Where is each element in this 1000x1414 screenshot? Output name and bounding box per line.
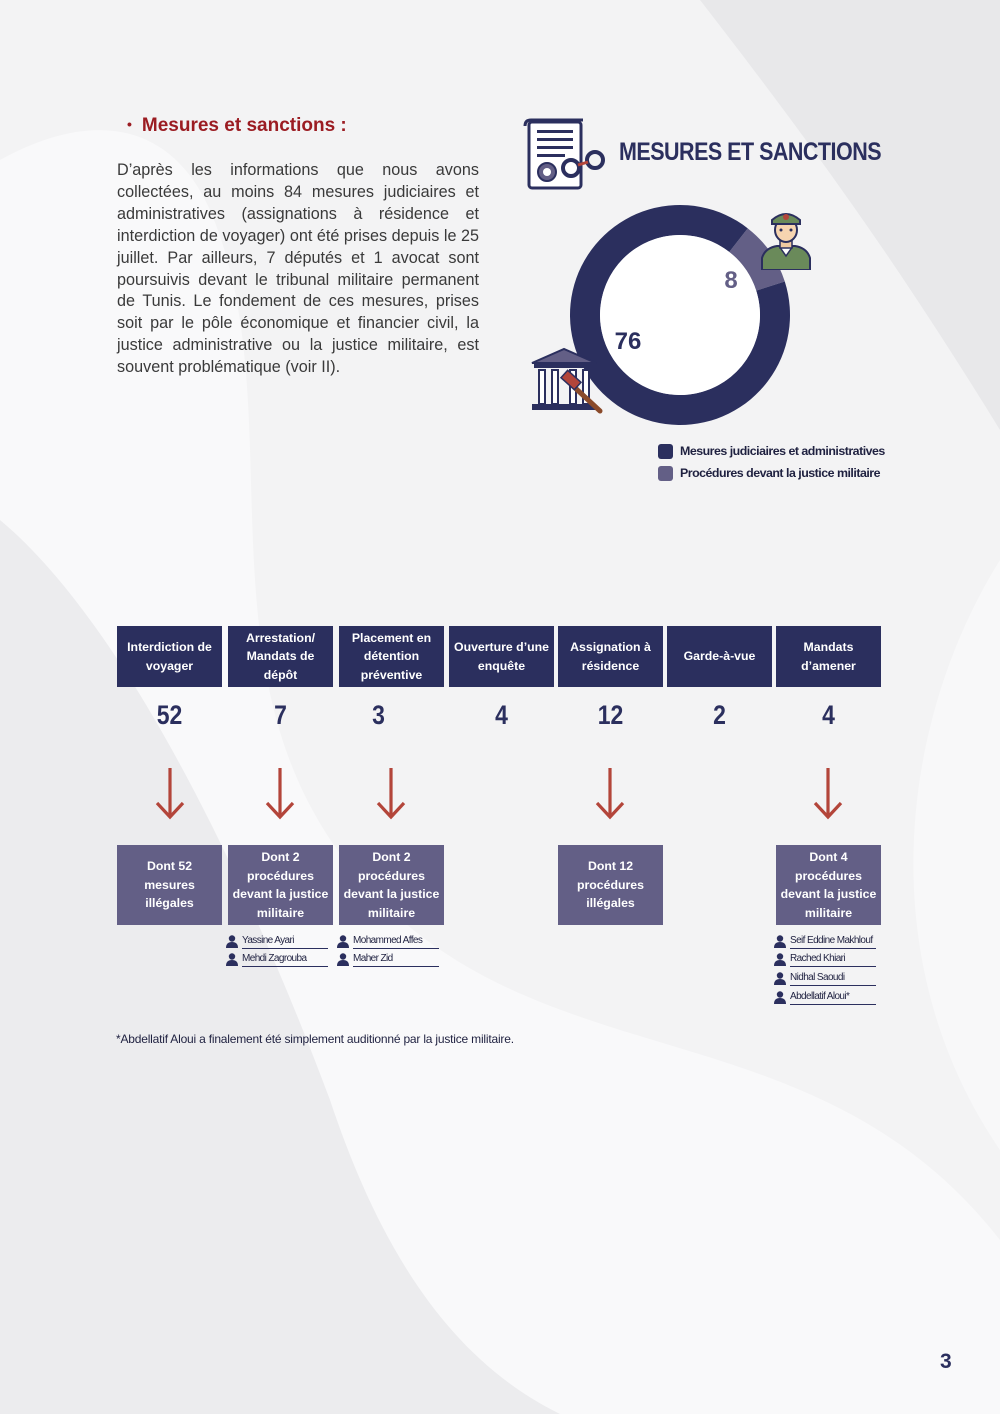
person-icon <box>774 934 786 948</box>
name-label: Seif Eddine Makhlouf <box>790 934 876 949</box>
name-label: Maher Zid <box>353 952 439 968</box>
category-header-box: Interdiction de voyager <box>117 626 222 687</box>
person-icon <box>774 953 786 967</box>
category-header-box: Placement en détention préventive <box>339 626 444 687</box>
person-icon <box>226 953 238 967</box>
category-detail-box: Dont 4 procédures devant la justice mili… <box>776 845 881 925</box>
names-list: Yassine Ayari Mehdi Zagrouba <box>226 930 328 968</box>
page-number: 3 <box>940 1350 952 1373</box>
names-list: Mohammed Affes Maher Zid <box>337 930 439 968</box>
person-icon <box>774 972 786 986</box>
category-count: 52 <box>156 700 183 730</box>
arrow-down-icon <box>376 768 406 820</box>
name-row: Mohammed Affes <box>337 930 439 949</box>
legend-item: Procédures devant la justice militaire <box>658 462 885 484</box>
legend-swatch <box>658 443 673 459</box>
name-label: Rached Khiari <box>790 952 876 968</box>
category-count: 2 <box>713 700 726 730</box>
donut-value-label: 76 <box>615 328 642 355</box>
category-count: 4 <box>495 700 508 730</box>
arrow-down-icon <box>155 768 185 820</box>
courthouse-gavel-icon <box>531 347 603 414</box>
category-header-box: Mandats d’amener <box>776 626 881 687</box>
arrow-down-icon <box>813 768 843 820</box>
name-row: Seif Eddine Makhlouf <box>774 930 876 949</box>
name-row: Nidhal Saoudi <box>774 967 876 987</box>
name-label: Mehdi Zagrouba <box>242 952 328 968</box>
section-title: • Mesures et sanctions : <box>127 115 347 137</box>
legend-label: Procédures devant la justice militaire <box>680 466 881 480</box>
category-header-box: Garde-à-vue <box>667 626 772 687</box>
category-detail-box: Dont 2 procédures devant la justice mili… <box>339 845 444 925</box>
section-title-text: Mesures et sanctions : <box>141 115 347 136</box>
person-icon <box>774 991 786 1004</box>
soldier-icon <box>761 213 811 270</box>
category-detail-box: Dont 12 procédures illégales <box>558 845 663 925</box>
category-count: 3 <box>372 700 385 730</box>
name-label: Abdellatif Aloui* <box>790 990 876 1005</box>
document-handcuffs-icon <box>523 118 605 190</box>
arrow-down-icon <box>595 768 625 820</box>
donut-hole <box>600 235 760 395</box>
category-detail-box: Dont 52 mesures illégales <box>117 845 222 925</box>
person-icon <box>226 934 238 948</box>
names-list: Seif Eddine Makhlouf Rached Khiari Nidha… <box>774 930 876 1005</box>
category-header-box: Ouverture d’une enquête <box>449 626 554 687</box>
person-icon <box>337 934 349 948</box>
chart-legend: Mesures judiciaires et administratives P… <box>658 440 885 484</box>
category-header-box: Arrestation/ Mandats de dépôt <box>228 626 333 687</box>
arrow-down-icon <box>265 768 295 820</box>
name-label: Mohammed Affes <box>353 934 439 949</box>
name-row: Abdellatif Aloui* <box>774 986 876 1005</box>
donut-slice <box>729 228 785 291</box>
title-bullet: • <box>127 116 132 132</box>
category-count: 12 <box>597 700 624 730</box>
category-header-box: Assignation à résidence <box>558 626 663 687</box>
category-detail-box: Dont 2 procédures devant la justice mili… <box>228 845 333 925</box>
name-row: Rached Khiari <box>774 949 876 968</box>
person-icon <box>337 953 349 967</box>
name-row: Yassine Ayari <box>226 930 328 949</box>
legend-item: Mesures judiciaires et administratives <box>658 440 885 462</box>
chart-title: MESURES ET SANCTIONS <box>619 138 882 166</box>
name-row: Maher Zid <box>337 949 439 968</box>
intro-paragraph: D’après les informations que nous avons … <box>117 161 479 377</box>
category-count: 4 <box>822 700 835 730</box>
donut-value-label: 8 <box>724 267 737 294</box>
name-label: Nidhal Saoudi <box>790 971 876 987</box>
legend-swatch <box>658 465 673 481</box>
name-label: Yassine Ayari <box>242 934 328 949</box>
category-count: 7 <box>274 700 287 730</box>
footnote: *Abdellatif Aloui a finalement été simpl… <box>116 1032 514 1046</box>
name-row: Mehdi Zagrouba <box>226 949 328 968</box>
donut-chart: 76 8 <box>570 205 790 425</box>
legend-label: Mesures judiciaires et administratives <box>680 444 885 458</box>
